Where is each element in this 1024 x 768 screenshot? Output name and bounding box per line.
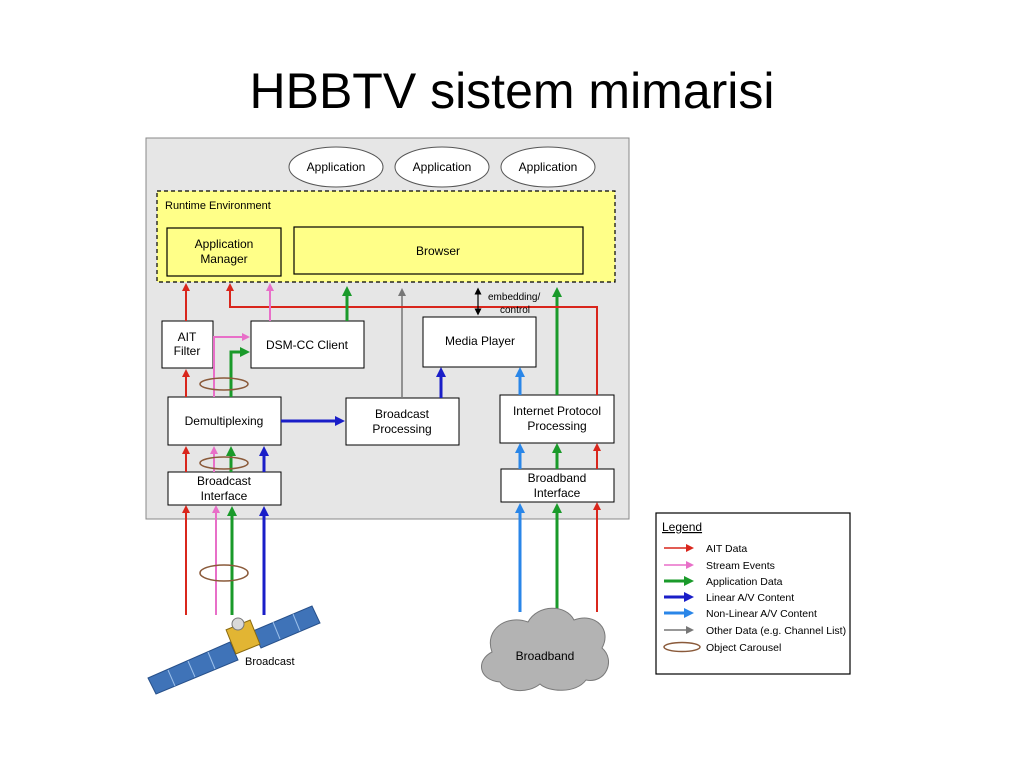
runtime-environment-label: Runtime Environment <box>165 200 271 212</box>
dsmcc-client-box <box>250 320 365 369</box>
satellite-icon <box>147 605 321 695</box>
demultiplexing-box <box>167 396 282 446</box>
broadband-source-label: Broadband <box>516 649 575 663</box>
broadband-interface-box <box>500 468 615 503</box>
legend-item-other-data: Other Data (e.g. Channel List) <box>706 625 846 637</box>
ait-filter-box <box>161 320 214 369</box>
broadcast-processing-label-1: Broadcast <box>375 407 430 421</box>
ait-filter-label-2: Filter <box>174 344 201 358</box>
dsmcc-client-label: DSM-CC Client <box>266 338 349 352</box>
media-player-label: Media Player <box>445 334 515 348</box>
legend-item-ait-data: AIT Data <box>706 543 747 555</box>
object-carousel-icon <box>199 377 249 391</box>
broadcast-processing-box <box>345 397 460 446</box>
legend-item-object-carousel: Object Carousel <box>706 642 781 654</box>
runtime-input-arrows <box>182 283 482 321</box>
broadcast-source-label: Broadcast <box>245 656 295 668</box>
embedding-label-2: control <box>500 305 530 316</box>
application-ellipse: Application <box>500 146 596 188</box>
legend-item-application-data: Application Data <box>706 576 783 588</box>
application-manager-label-1: Application <box>195 237 254 251</box>
application-label: Application <box>307 160 366 174</box>
ip-processing-box <box>499 394 615 444</box>
application-ellipse: Application <box>288 146 384 188</box>
legend-item-linear-av: Linear A/V Content <box>706 592 794 604</box>
object-carousel-icon <box>199 456 249 470</box>
legend-item-nonlinear-av: Non-Linear A/V Content <box>706 608 817 620</box>
broadcast-interface-label-2: Interface <box>201 489 248 503</box>
interface-to-ip-arrows <box>515 443 601 469</box>
browser-label: Browser <box>416 244 460 258</box>
application-manager-box <box>166 227 282 277</box>
media-player-box <box>422 316 537 368</box>
broadcast-input-arrows <box>182 505 269 615</box>
ait-filter-label-1: AIT <box>178 330 197 344</box>
processing-output-arrows <box>226 283 598 398</box>
broadband-interface-label-2: Interface <box>534 486 581 500</box>
application-label: Application <box>413 160 472 174</box>
application-manager-label-2: Manager <box>200 252 247 266</box>
object-carousel-icon <box>199 564 249 582</box>
demux-output-arrows <box>182 333 345 426</box>
application-label: Application <box>519 160 578 174</box>
broadcast-interface-label-1: Broadcast <box>197 474 252 488</box>
broadcast-processing-label-2: Processing <box>372 422 431 436</box>
demultiplexing-label: Demultiplexing <box>185 414 264 428</box>
application-ellipse: Application <box>394 146 490 188</box>
broadband-input-arrows <box>515 502 601 612</box>
browser-box <box>293 226 584 275</box>
legend-title: Legend <box>662 520 702 534</box>
legend-item-stream-events: Stream Events <box>706 560 775 572</box>
legend: Legend AIT Data Stream Events Applicatio… <box>655 512 851 675</box>
broadcast-interface-box <box>167 471 282 506</box>
embedding-label-1: embedding/ <box>488 292 540 303</box>
broadband-cloud-icon <box>481 607 610 691</box>
ip-processing-label-2: Processing <box>527 419 586 433</box>
ip-processing-label-1: Internet Protocol <box>513 404 601 418</box>
slide-title: HBBTV sistem mimarisi <box>249 63 775 119</box>
broadband-interface-label-1: Broadband <box>528 471 587 485</box>
